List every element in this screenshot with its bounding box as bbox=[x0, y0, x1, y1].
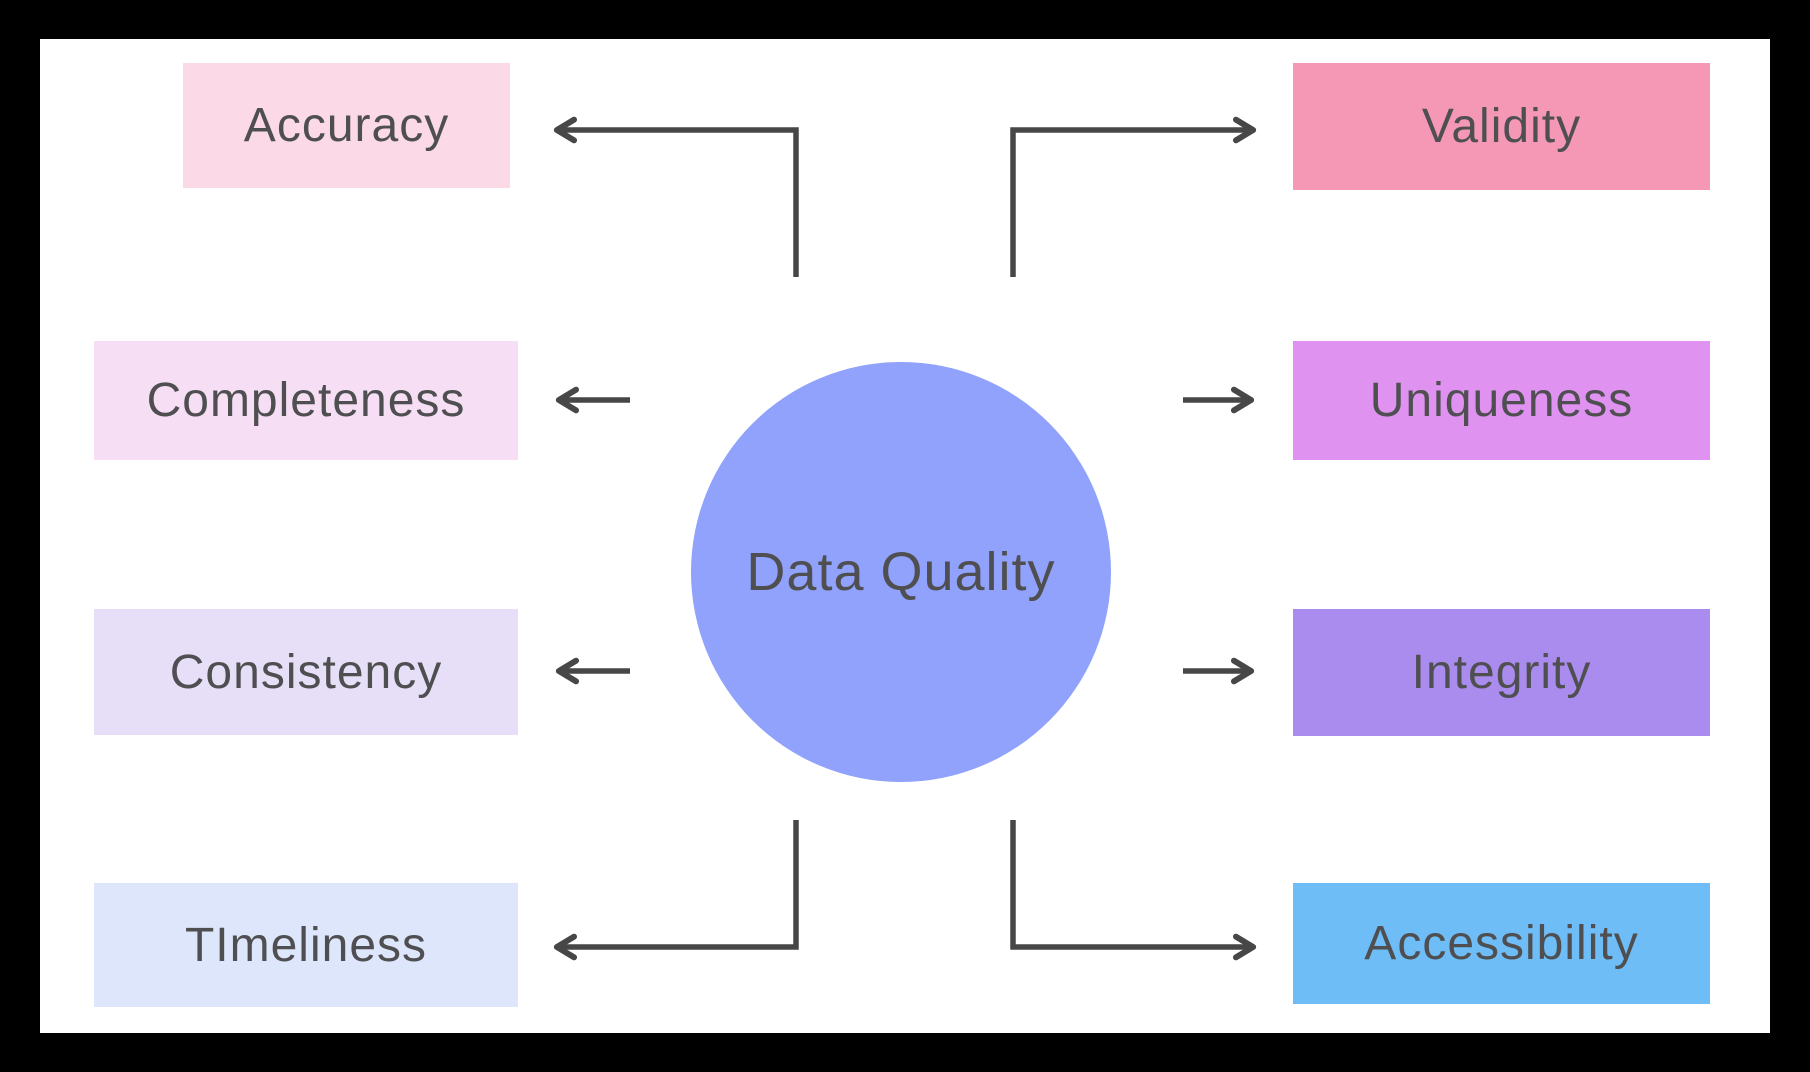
node-accuracy-label: Accuracy bbox=[243, 99, 450, 152]
node-integrity-label: Integrity bbox=[1411, 646, 1592, 699]
node-completeness: Completeness bbox=[94, 341, 518, 460]
node-validity: Validity bbox=[1293, 63, 1710, 190]
node-accessibility-label: Accessibility bbox=[1364, 917, 1639, 970]
node-completeness-label: Completeness bbox=[146, 374, 466, 427]
node-timeliness-label: TImeliness bbox=[184, 918, 428, 972]
node-integrity: Integrity bbox=[1293, 609, 1710, 736]
node-uniqueness: Uniqueness bbox=[1293, 341, 1710, 460]
node-accuracy: Accuracy bbox=[183, 63, 510, 188]
node-timeliness: TImeliness bbox=[94, 883, 518, 1007]
node-accessibility: Accessibility bbox=[1293, 883, 1710, 1004]
node-uniqueness-label: Uniqueness bbox=[1369, 374, 1634, 427]
center-node-data-quality: Data Quality bbox=[691, 362, 1111, 782]
node-consistency-label: Consistency bbox=[169, 645, 443, 699]
node-consistency: Consistency bbox=[94, 609, 518, 735]
center-node-label: Data Quality bbox=[746, 542, 1056, 602]
node-validity-label: Validity bbox=[1421, 100, 1582, 153]
